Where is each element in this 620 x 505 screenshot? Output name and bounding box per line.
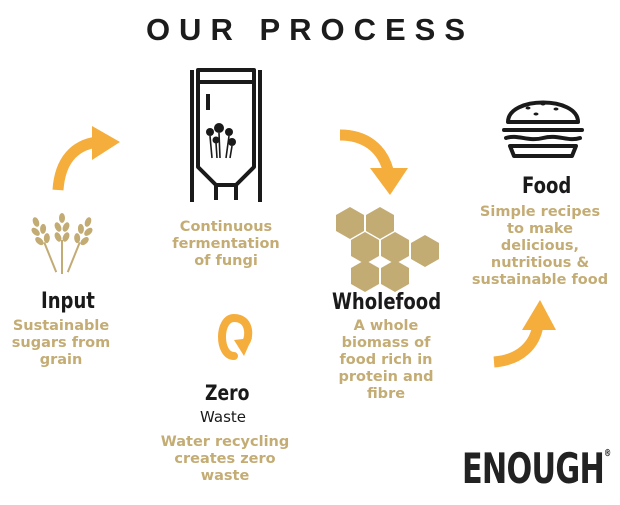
enough-logo: ENOUGH®	[462, 444, 611, 493]
arrow-head-2	[370, 168, 408, 195]
page-title: OUR PROCESS	[145, 12, 475, 47]
fermentation-description: Continuous fermentation of fungi	[172, 219, 280, 269]
fermenter-tank-icon	[190, 68, 262, 202]
burger-icon	[502, 100, 584, 158]
input-heading: Input	[41, 289, 95, 314]
food-heading: Food	[522, 174, 572, 199]
curved-arrow-3	[493, 323, 544, 368]
wholefood-heading: Wholefood	[332, 290, 442, 315]
wholefood-description: A whole biomass of food rich in protein …	[338, 318, 434, 402]
zero-waste-heading: Zero	[205, 381, 250, 405]
food-description: Simple recipes to make delicious, nutrit…	[471, 204, 609, 288]
input-description: Sustainable sugars from grain	[11, 318, 111, 368]
curved-arrow-1	[52, 136, 99, 191]
recycle-icon	[218, 313, 253, 360]
zero-waste-description: Water recycling creates zero waste	[160, 434, 290, 484]
curved-arrow-2	[339, 129, 394, 172]
zero-waste-subheading: Waste	[200, 408, 246, 426]
grain-icon	[31, 213, 93, 274]
arrow-head-3	[522, 300, 556, 330]
arrow-head-1	[92, 126, 120, 160]
honeycomb-icon	[336, 207, 439, 292]
